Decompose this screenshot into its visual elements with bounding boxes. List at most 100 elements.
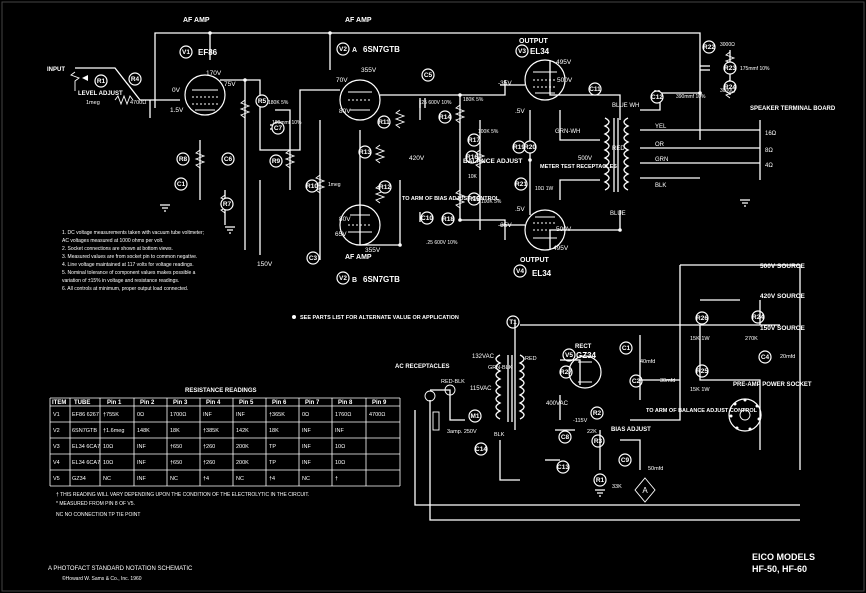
v2b-role-label: AF AMP	[345, 254, 372, 261]
or-label: OR	[655, 142, 665, 148]
svg-text:V4: V4	[53, 460, 60, 466]
svg-text:6SN7GTB: 6SN7GTB	[72, 428, 97, 434]
blk-label: BLK	[655, 183, 666, 189]
svg-text:R3: R3	[594, 438, 603, 445]
svg-text:†260: †260	[203, 444, 215, 450]
mfd50-value: 50mfd	[648, 466, 663, 472]
input-label: INPUT	[47, 67, 65, 73]
svg-text:4700Ω: 4700Ω	[369, 412, 385, 418]
svg-text:INF: INF	[302, 460, 312, 466]
badge-c14: C14	[474, 442, 488, 456]
table-row: V5 GZ34 NC INF NC †4 NC †4 NC †	[53, 476, 338, 482]
badge-c6: C6	[221, 152, 235, 166]
c13-value: 175mmf 10%	[740, 66, 770, 72]
red-blk-label: RED-BLK	[441, 379, 465, 385]
resistor-symbols	[114, 51, 736, 214]
r5-value: 180K 5%	[268, 100, 289, 106]
svg-text:R1: R1	[596, 477, 605, 484]
badge-m1: M1	[468, 409, 482, 423]
badge-r19: R19	[512, 140, 526, 154]
v132-label: 132VAC	[472, 354, 495, 360]
badge-c12: C12	[650, 90, 664, 104]
v2b-type-label: 6SN7GTB	[363, 275, 400, 284]
badge-r1: R1	[94, 74, 108, 88]
junction-dots	[208, 31, 702, 247]
svg-text:C7: C7	[274, 125, 283, 132]
copyright-label: ©Howard W. Sams & Co., Inc. 1960	[62, 575, 142, 582]
svg-text:R16: R16	[466, 154, 478, 161]
svg-text:Pin 3: Pin 3	[173, 400, 188, 406]
to-arm-bias-label: TO ARM OF BIAS ADJUST CONTROL	[402, 196, 500, 202]
svg-text:R24: R24	[724, 84, 736, 91]
v4-id-badge: V4	[513, 264, 527, 278]
r12-value: 180K 5%	[463, 97, 484, 103]
tube-v2b	[339, 204, 381, 246]
badge-c9: C9	[618, 453, 632, 467]
svg-text:1700Ω: 1700Ω	[170, 412, 186, 418]
svg-text:†1.6meg: †1.6meg	[103, 428, 124, 434]
badge-r2: R2	[590, 406, 604, 420]
badge-c3: C3	[306, 251, 320, 265]
v3-type-label: EL34	[530, 47, 550, 56]
v3-v495: 495V	[556, 59, 572, 66]
svg-text:Pin 2: Pin 2	[140, 400, 155, 406]
v4-v5: .5V	[515, 206, 525, 213]
svg-text:R10: R10	[306, 183, 318, 190]
k33-value: 33K	[612, 484, 622, 490]
badge-r9: R9	[269, 154, 283, 168]
svg-text:Pin 7: Pin 7	[305, 400, 320, 406]
svg-text:Pin 4: Pin 4	[206, 400, 221, 406]
tube-v3	[524, 59, 566, 101]
svg-text:C14: C14	[475, 446, 487, 453]
svg-text:INF: INF	[335, 428, 345, 434]
svg-text:EL34 6CA7: EL34 6CA7	[72, 460, 100, 466]
svg-text:V2: V2	[53, 428, 60, 434]
svg-text:INF: INF	[137, 476, 147, 482]
svg-text:†260: †260	[203, 460, 215, 466]
svg-text:R17: R17	[468, 137, 480, 144]
svg-text:142K: 142K	[236, 428, 249, 434]
c4-value: 20mfd	[780, 354, 795, 360]
svg-text:EF86 6267: EF86 6267	[72, 412, 99, 418]
svg-text:C2: C2	[632, 378, 641, 385]
svg-text:R5: R5	[258, 98, 267, 105]
level-value: 1meg	[86, 100, 100, 106]
tube-v1	[184, 74, 226, 116]
svg-text:R15: R15	[468, 196, 480, 203]
v2a-role-label: AF AMP	[345, 17, 372, 24]
svg-text:10Ω: 10Ω	[335, 460, 345, 466]
level-adjust-pot	[70, 71, 88, 91]
red-400-label: RED	[525, 356, 537, 362]
r4-value: 4700Ω	[130, 100, 146, 106]
svg-text:INF: INF	[302, 428, 312, 434]
preamp-socket-label: PRE-AMP POWER SOCKET	[733, 382, 812, 388]
badge-c10: C10	[420, 211, 434, 225]
r15-value: 100K 5%	[481, 199, 502, 205]
svg-text:V2: V2	[339, 46, 347, 53]
table-row: V3 EL34 6CA7 10Ω INF †650 †260 200K TP I…	[53, 444, 345, 450]
badge-r10: R10	[305, 179, 319, 193]
badge-r26: R26	[695, 311, 709, 325]
v4-type-label: EL34	[532, 269, 552, 278]
svg-text:†: †	[335, 476, 338, 482]
svg-text:10Ω: 10Ω	[103, 460, 113, 466]
mfd30-value: 30mfd	[660, 378, 675, 384]
power-transformer	[495, 354, 525, 422]
badge-r23: R23	[723, 61, 737, 75]
v1-v0: 0V	[172, 87, 181, 94]
svg-text:NC: NC	[170, 476, 178, 482]
svg-text:18K: 18K	[170, 428, 180, 434]
svg-text:TP: TP	[269, 444, 276, 450]
svg-text:C3: C3	[309, 255, 318, 262]
v1-type-label: EF86	[198, 48, 218, 57]
ac-receptacles	[424, 384, 456, 431]
table-row: V4 EL34 6CA7 10Ω INF †650 †260 200K TP I…	[53, 460, 345, 466]
svg-text:C4: C4	[761, 354, 770, 361]
v2a-id-badge: V2	[336, 42, 350, 56]
c12-value: 390mmf 10%	[676, 94, 706, 100]
meter-triangle: A	[634, 477, 656, 503]
notes-block: 1. DC voltage measurements taken with va…	[62, 230, 204, 292]
svg-text:R18: R18	[442, 216, 454, 223]
svg-text:†4: †4	[203, 476, 209, 482]
